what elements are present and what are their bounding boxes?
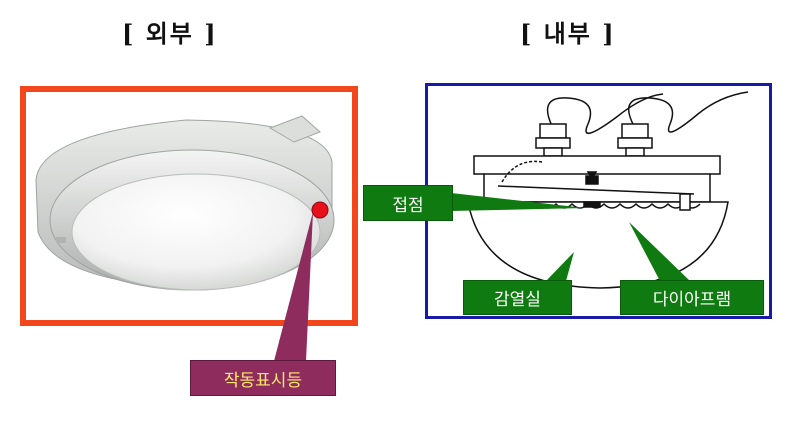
indicator-lamp-dot xyxy=(311,201,329,219)
indicator-lamp-leader xyxy=(274,212,313,361)
exterior-title: [ 외부 ] xyxy=(122,19,218,48)
heat-detector-interior-diagram xyxy=(467,91,749,289)
terminal-screw-right-icon xyxy=(617,123,653,157)
heat-chamber-label: 감열실 xyxy=(463,280,572,315)
heat-detector-exterior-illustration xyxy=(35,115,335,291)
contact-leader xyxy=(451,193,585,211)
terminal-screw-left-icon xyxy=(535,123,571,157)
indicator-lamp-label: 작동표시등 xyxy=(190,360,336,396)
diaphragm-leader xyxy=(629,222,690,281)
diaphragm-label: 다이아프램 xyxy=(620,280,764,315)
contact-label: 접점 xyxy=(363,185,453,221)
heat-chamber-leader xyxy=(546,252,574,281)
interior-title: [ 내부 ] xyxy=(520,19,616,48)
